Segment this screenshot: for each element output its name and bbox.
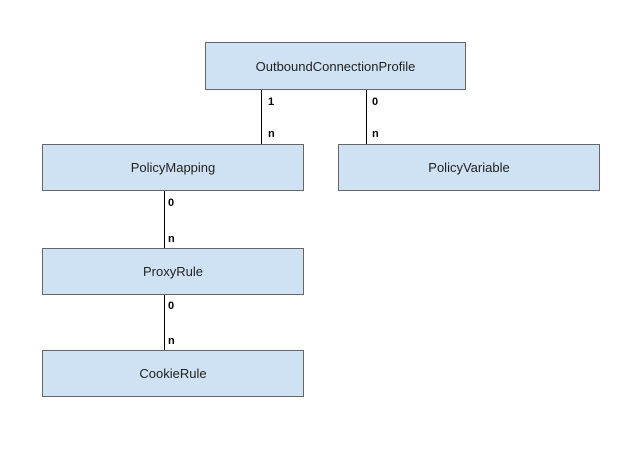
entity-label: PolicyVariable [428, 160, 510, 175]
connector-root-policy-variable [366, 90, 367, 144]
multiplicity-target: n [268, 128, 275, 140]
entity-policy-mapping[interactable]: PolicyMapping [42, 144, 304, 191]
multiplicity-target: n [168, 335, 175, 347]
multiplicity-source: 0 [168, 300, 175, 312]
entity-label: PolicyMapping [130, 160, 216, 175]
multiplicity-target: n [168, 233, 175, 245]
multiplicity-source: 0 [372, 96, 379, 108]
connector-policy-mapping-proxy-rule [164, 191, 165, 248]
entity-label: ProxyRule [143, 264, 203, 279]
connector-root-policy-mapping [261, 90, 262, 144]
entity-label: OutboundConnectionProfile [255, 58, 416, 74]
entity-cookie-rule[interactable]: CookieRule [42, 350, 304, 397]
entity-policy-variable[interactable]: PolicyVariable [338, 144, 600, 191]
multiplicity-source: 1 [268, 96, 275, 108]
multiplicity-target: n [372, 128, 379, 140]
multiplicity-source: 0 [168, 197, 175, 209]
entity-proxy-rule[interactable]: ProxyRule [42, 248, 304, 295]
entity-outbound-connection-profile[interactable]: OutboundConnectionProfile [205, 42, 466, 90]
connector-proxy-rule-cookie-rule [164, 295, 165, 350]
entity-label: CookieRule [139, 366, 207, 381]
